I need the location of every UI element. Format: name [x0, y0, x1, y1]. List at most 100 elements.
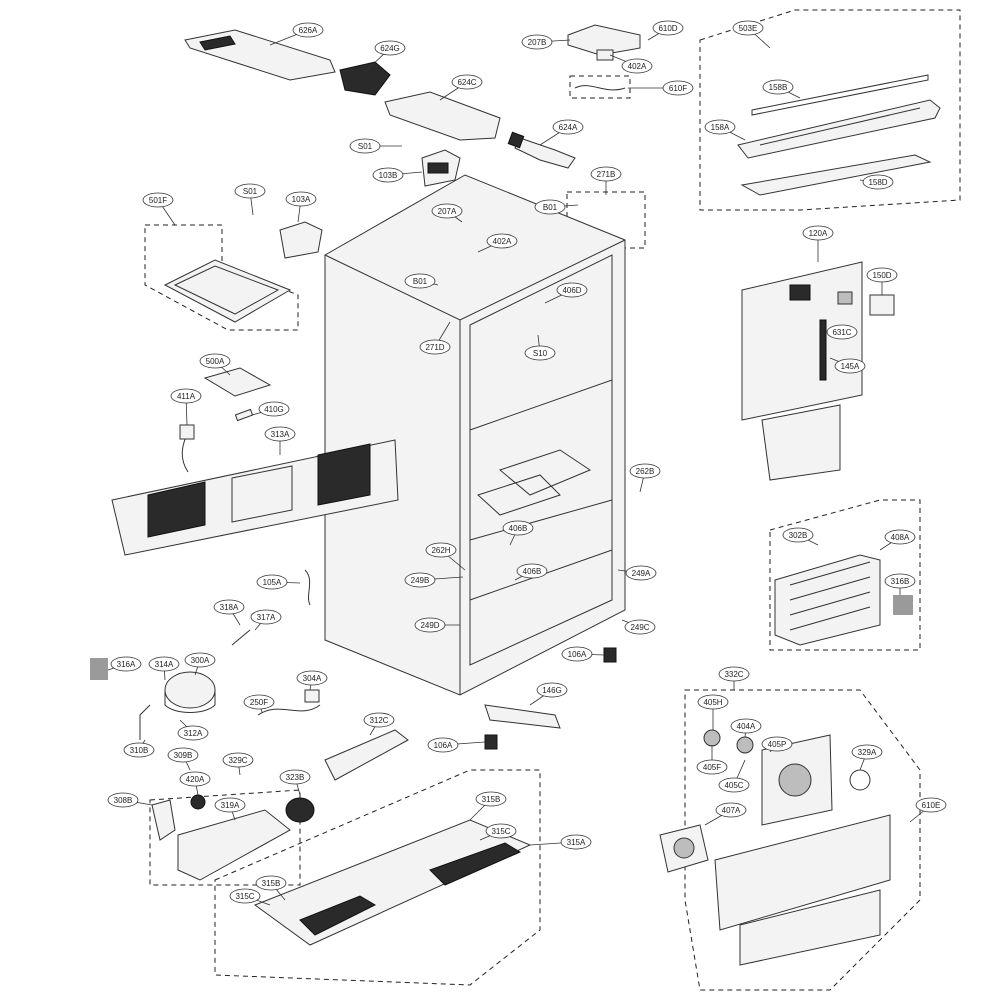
part-315a	[253, 819, 532, 946]
part-404a	[736, 736, 754, 754]
callout-label: S01	[358, 142, 373, 151]
callout-label: 315B	[262, 879, 281, 888]
part-300a-compressor	[164, 671, 216, 713]
callout-bubble	[404, 273, 436, 289]
callout-bubble	[652, 20, 684, 36]
part-319a	[177, 809, 291, 881]
callout-bubble	[363, 712, 395, 728]
callout-label: 624C	[457, 78, 476, 87]
callout-label: 249C	[630, 623, 649, 632]
callout-bubble	[485, 823, 517, 839]
callout-bubble	[123, 742, 155, 758]
callout-bubble	[662, 80, 694, 96]
callout-bubble	[556, 282, 588, 298]
callout-label: 408A	[891, 533, 910, 542]
part-407a	[659, 824, 709, 873]
callout-label: 312A	[184, 729, 203, 738]
callout-label: 332C	[724, 670, 743, 679]
callout-label: 249D	[420, 621, 439, 630]
callout-label: 316A	[117, 660, 136, 669]
group-309-boundary	[149, 789, 301, 886]
callout-bubble	[404, 572, 436, 588]
callout-label: 249A	[632, 569, 651, 578]
callout-label: 610D	[658, 24, 677, 33]
callout-label: 411A	[177, 392, 196, 401]
callout-label: 158D	[868, 178, 887, 187]
callout-bubble	[590, 166, 622, 182]
callout-label: 105A	[263, 578, 282, 587]
part-250f	[257, 704, 321, 716]
callout-bubble	[696, 759, 728, 775]
callout-label: 319A	[221, 801, 240, 810]
callout-bubble	[255, 875, 287, 891]
group-332c-boundary	[684, 689, 921, 991]
part-626a	[184, 29, 336, 81]
part-610f	[574, 85, 626, 91]
callout-bubble	[431, 203, 463, 219]
callout-label: 271D	[425, 343, 444, 352]
part-624g	[339, 61, 391, 96]
callout-bubble	[697, 694, 729, 710]
part-501f	[163, 259, 292, 323]
callout-label: 402A	[628, 62, 647, 71]
callout-label: 310B	[130, 746, 149, 755]
callout-bubble	[884, 529, 916, 545]
callout-label: 404A	[737, 722, 756, 731]
callout-bubble	[486, 233, 518, 249]
callout-label: 405P	[768, 740, 787, 749]
callout-bubble	[142, 192, 174, 208]
callout-bubble	[730, 718, 762, 734]
part-duct-assembly	[714, 814, 891, 966]
callout-label: 317A	[257, 613, 276, 622]
callout-bubble	[148, 656, 180, 672]
callout-label: 501F	[149, 196, 167, 205]
callout-label: S01	[243, 187, 258, 196]
callout-bubble	[414, 617, 446, 633]
callout-bubble	[862, 174, 894, 190]
callout-bubble	[427, 737, 459, 753]
callout-label: 405H	[703, 698, 722, 707]
callout-bubble	[199, 353, 231, 369]
callout-bubble	[222, 752, 254, 768]
part-631c	[837, 291, 853, 305]
callout-bubble	[560, 834, 592, 850]
callout-label: 250F	[250, 698, 268, 707]
callout-label: 262B	[636, 467, 655, 476]
callout-label: 304A	[303, 674, 322, 683]
callout-label: 262H	[431, 546, 450, 555]
callout-label: 407A	[722, 806, 741, 815]
callout-label: 624A	[559, 123, 578, 132]
part-323b	[285, 797, 315, 823]
part-304a	[304, 689, 320, 703]
callout-label: 207A	[438, 207, 457, 216]
callout-label: 315A	[567, 838, 586, 847]
refrigerator-cabinet	[324, 174, 626, 696]
group-315a-boundary	[214, 769, 541, 986]
part-103a	[279, 221, 323, 259]
part-308b	[151, 799, 176, 841]
callout-labels: 626A624G624C624AS01103B207B610D402A610F5…	[107, 20, 947, 906]
callout-label: 145A	[841, 362, 860, 371]
callout-bubble	[718, 777, 750, 793]
callout-label: 405C	[724, 781, 743, 790]
part-312c	[324, 729, 409, 781]
callout-label: 308B	[114, 796, 133, 805]
swatch-316a	[90, 658, 108, 680]
callout-label: B01	[413, 277, 428, 286]
group-610f-boundary	[569, 75, 631, 99]
callout-label: 315C	[235, 892, 254, 901]
part-302b	[774, 554, 881, 646]
callout-bubble	[552, 119, 584, 135]
callout-bubble	[184, 652, 216, 668]
part-313a	[111, 439, 399, 556]
callout-bubble	[256, 574, 288, 590]
part-150d	[869, 294, 895, 316]
part-207b	[567, 24, 641, 56]
part-405h	[703, 729, 721, 747]
callout-bubble	[516, 563, 548, 579]
callout-bubble	[536, 682, 568, 698]
part-410g	[234, 408, 254, 422]
callout-bubble	[285, 191, 317, 207]
callout-bubble	[234, 183, 266, 199]
